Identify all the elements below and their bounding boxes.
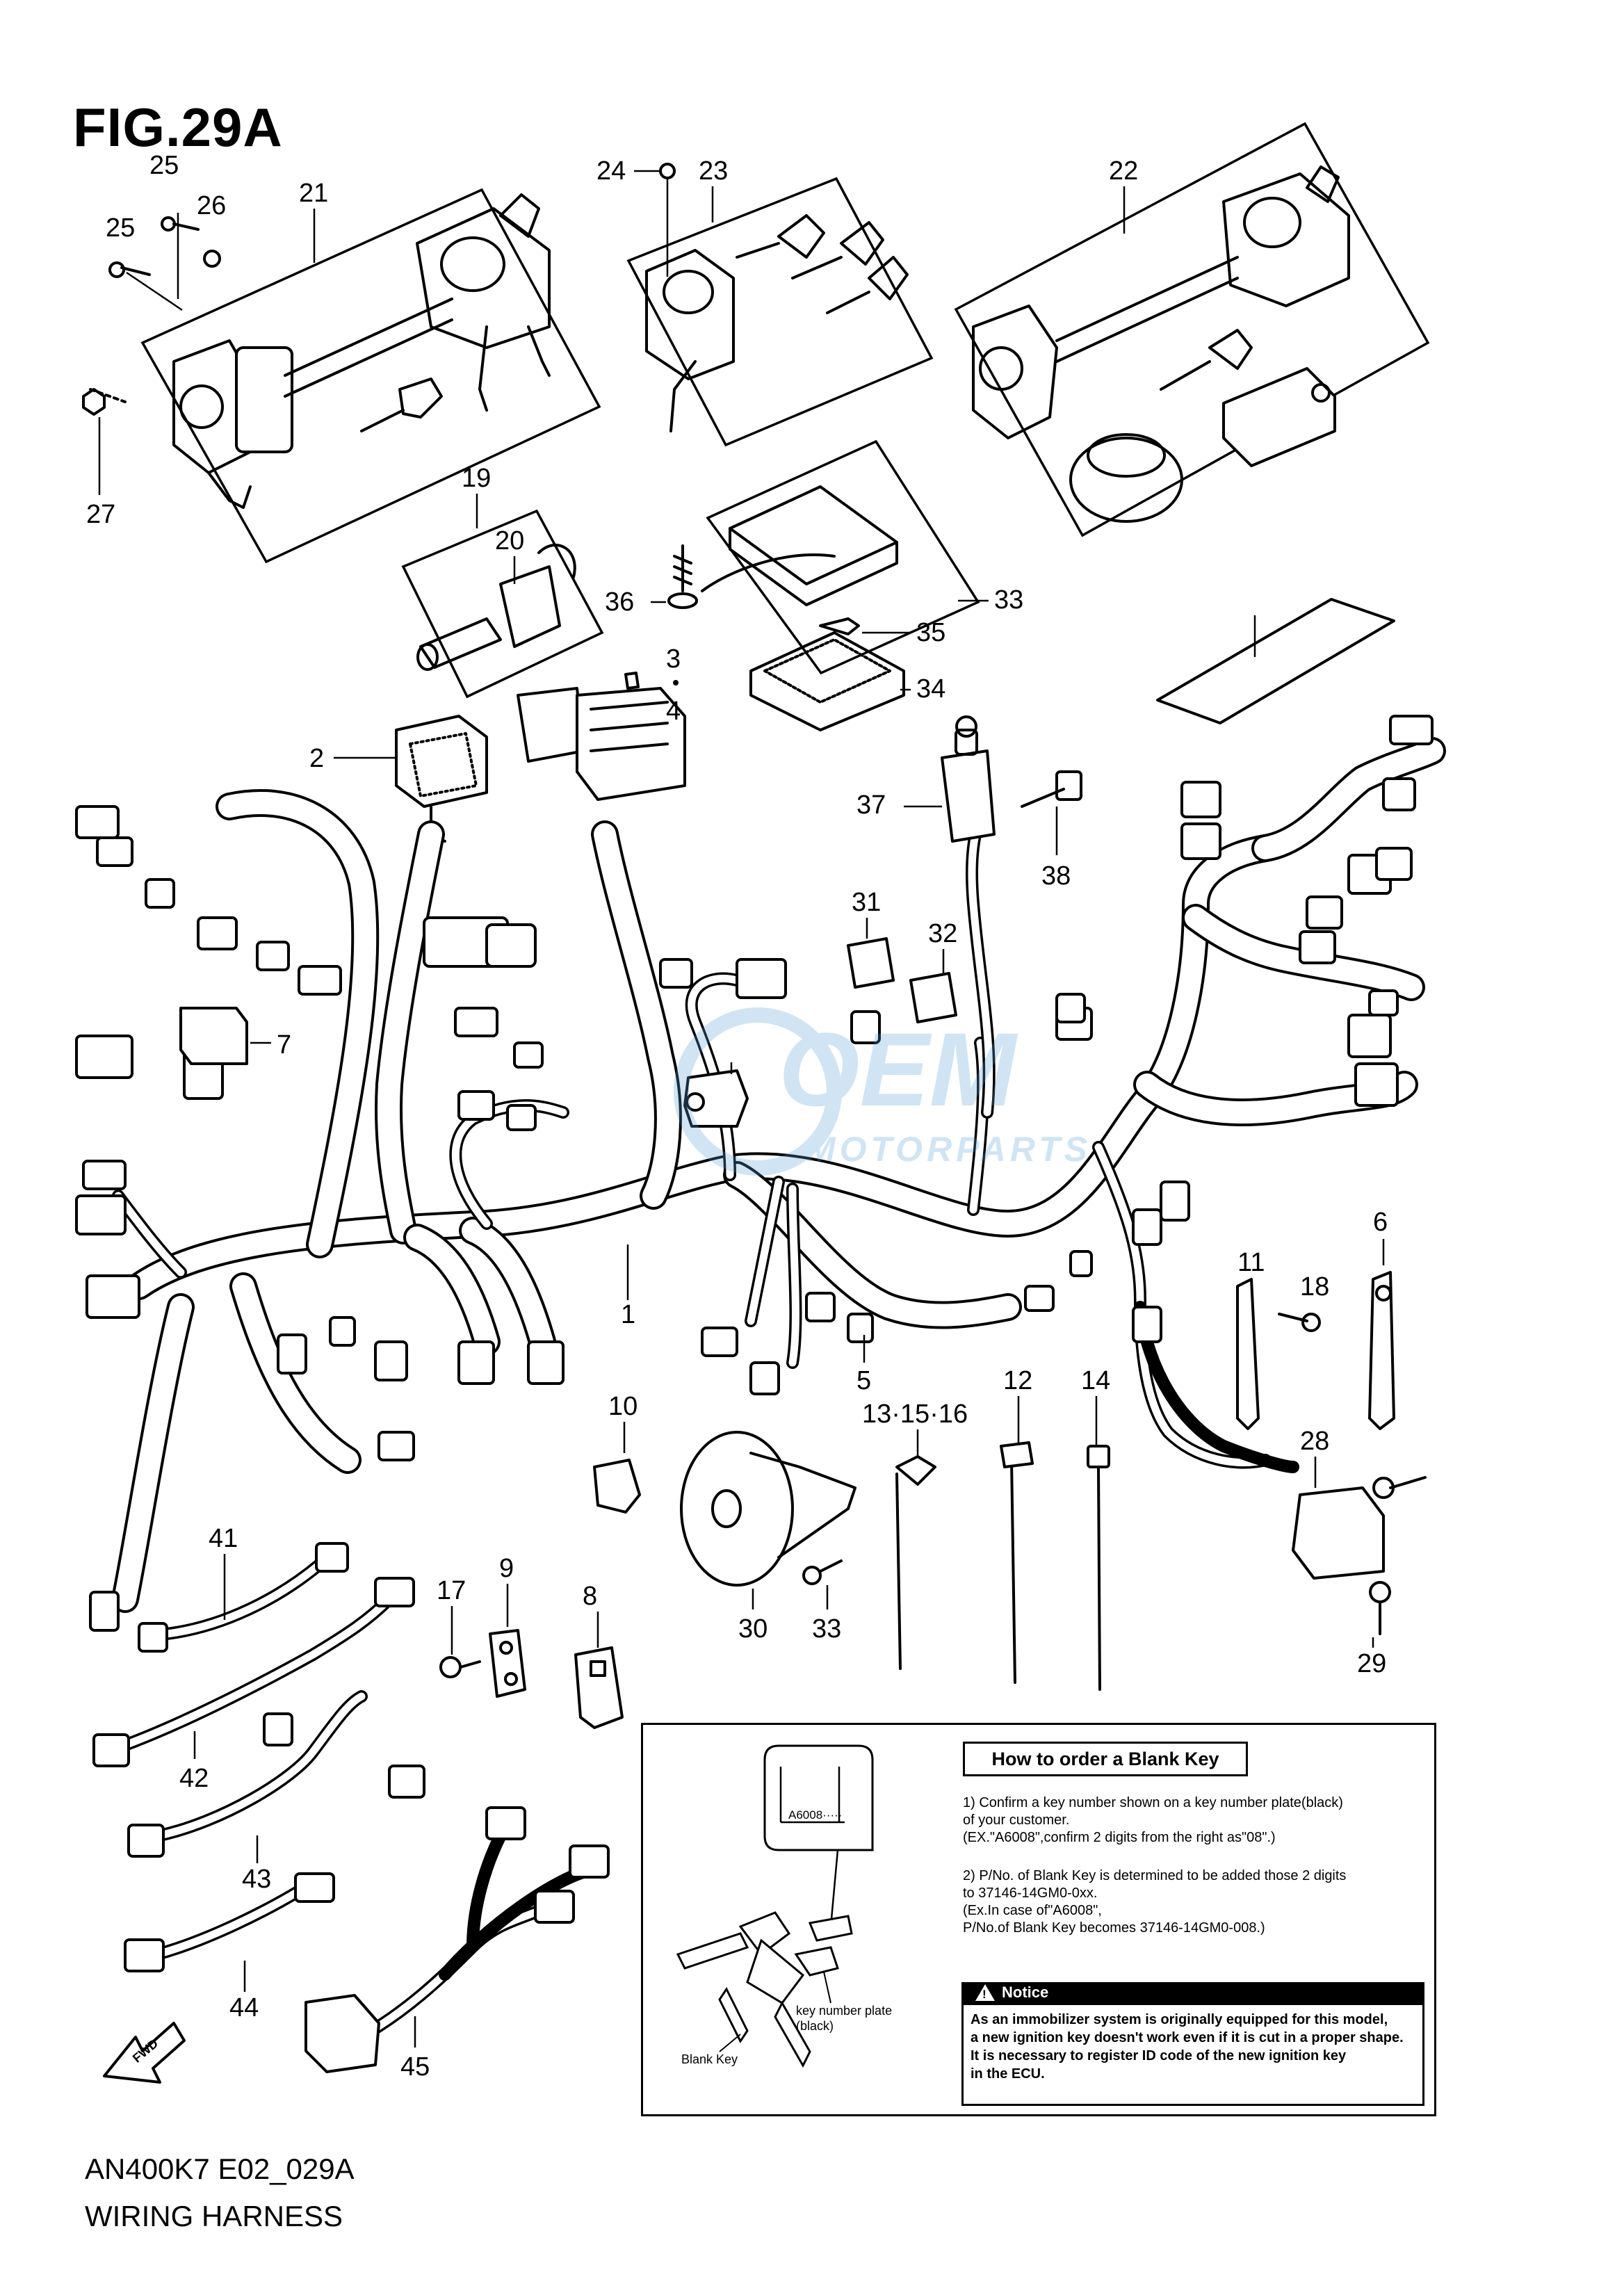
figure-title: FIG.29A <box>73 97 283 158</box>
part-32-horn <box>680 1431 856 1587</box>
callout-18: 18 <box>1300 1272 1329 1301</box>
callout-4: 4 <box>666 697 681 726</box>
callout-13-15-16: 13·15·16 <box>862 1400 968 1429</box>
part-46-tape <box>1156 598 1395 724</box>
key-plate-label: key number plate (black) <box>796 2004 893 2033</box>
part-29-bolt <box>1369 1581 1391 1635</box>
part-37-screw <box>667 544 698 609</box>
plate-number: A6008····· <box>788 1808 843 1822</box>
model-code: AN400K7 E02_029A <box>85 2152 355 2185</box>
callout-17: 17 <box>437 1576 466 1605</box>
notice-header: Notice <box>961 1982 1424 2003</box>
main-wiring-harness <box>111 737 1446 1613</box>
blank-key-step-2: 2) P/No. of Blank Key is determined to b… <box>963 1868 1347 1936</box>
part-8-bracket <box>574 1646 624 1729</box>
part-9-bracket <box>489 1629 526 1698</box>
callout-8: 8 <box>583 1582 597 1611</box>
warning-mark: ! <box>982 1988 986 2001</box>
callout-44: 45 <box>400 2052 430 2082</box>
part-38-switch <box>941 715 996 843</box>
part-43-harness <box>124 1872 335 1972</box>
callout-3: 3 <box>666 644 681 674</box>
callout-42: 43 <box>242 1865 271 1894</box>
part-18-screw <box>1278 1313 1321 1332</box>
callout-23: 23 <box>699 156 728 186</box>
part-7-relay <box>179 1007 248 1065</box>
fwd-direction-arrow: FWD <box>103 2022 186 2084</box>
part-group-23 <box>626 177 934 447</box>
callout-11: 11 <box>1237 1248 1265 1277</box>
part-10-coupler <box>593 1459 641 1514</box>
callout-32: 30 <box>738 1614 768 1644</box>
callout-21: 21 <box>299 179 328 208</box>
callout-26: 26 <box>197 191 226 220</box>
key-illustration <box>676 1744 874 2068</box>
part-41-harness <box>92 1577 415 1767</box>
part-45-sensor <box>683 1069 749 1128</box>
callout-39: 38 <box>1041 861 1071 891</box>
part-28-switch <box>1292 1476 1427 1580</box>
callout-37: 36 <box>605 587 634 617</box>
callout-9: 9 <box>499 1554 514 1583</box>
callout-28: 28 <box>1300 1427 1329 1456</box>
callout-25b: 25 <box>106 213 135 243</box>
callout-33: 33 <box>812 1614 841 1644</box>
part-2-connector <box>395 715 488 843</box>
blank-key-heading: How to order a Blank Key <box>963 1742 1248 1776</box>
warning-icon <box>975 1984 995 2001</box>
callout-24: 24 <box>596 156 626 186</box>
callout-22: 22 <box>1109 156 1138 186</box>
part-group-19 <box>401 509 604 699</box>
part-group-34 <box>701 439 980 731</box>
callout-40: 41 <box>209 1524 238 1553</box>
callout-29: 29 <box>1357 1649 1386 1678</box>
callout-35: 34 <box>916 674 945 704</box>
callout-2: 2 <box>309 744 324 773</box>
callout-38: 37 <box>856 790 886 820</box>
callout-7: 7 <box>277 1030 291 1060</box>
callout-43: 44 <box>229 1993 259 2022</box>
part-30 <box>847 937 895 989</box>
part-44-harness <box>304 1806 610 2073</box>
callout-6: 6 <box>1373 1208 1388 1237</box>
callout-41: 42 <box>179 1764 209 1793</box>
part-40-harness <box>138 1542 349 1653</box>
callout-19: 19 <box>462 464 491 493</box>
part-31 <box>909 972 957 1023</box>
callout-34: 33 <box>994 585 1023 615</box>
blank-key-info-box: A6008····· key number plate (black) Blan… <box>641 1723 1436 2116</box>
part-42-harness <box>127 1690 425 1858</box>
part-39-bolt <box>1021 770 1082 808</box>
part-13-tie <box>895 1455 936 1670</box>
part-12-tie <box>1000 1441 1034 1684</box>
part-6-clamp <box>1368 1271 1395 1430</box>
callout-10: 10 <box>608 1392 638 1421</box>
callout-30: 31 <box>852 888 881 917</box>
callout-1: 1 <box>621 1300 635 1329</box>
callout-14: 14 <box>1081 1366 1110 1395</box>
figure-name: WIRING HARNESS <box>85 2200 343 2232</box>
part-33-bolt <box>802 1559 843 1585</box>
callout-27: 27 <box>86 500 115 529</box>
part-group-22 <box>954 122 1430 537</box>
harness-connectors <box>75 715 1434 1632</box>
callout-25: 25 <box>149 151 179 180</box>
callout-31: 32 <box>928 919 957 948</box>
part-17-bolt <box>439 1656 481 1678</box>
callout-12: 12 <box>1003 1366 1032 1395</box>
notice-body: As an immobilizer system is originally e… <box>961 2003 1424 2106</box>
part-14-tie <box>1087 1445 1110 1691</box>
part-11-clamp <box>1236 1278 1260 1430</box>
blank-key-step-1: 1) Confirm a key number shown on a key n… <box>963 1795 1343 1845</box>
part-fuse-box <box>517 672 686 801</box>
callout-36: 35 <box>916 618 945 647</box>
callout-5: 5 <box>856 1366 871 1395</box>
blank-key-label: Blank Key <box>681 2052 738 2066</box>
part-group-21 <box>140 188 601 564</box>
callout-20: 20 <box>495 526 524 555</box>
